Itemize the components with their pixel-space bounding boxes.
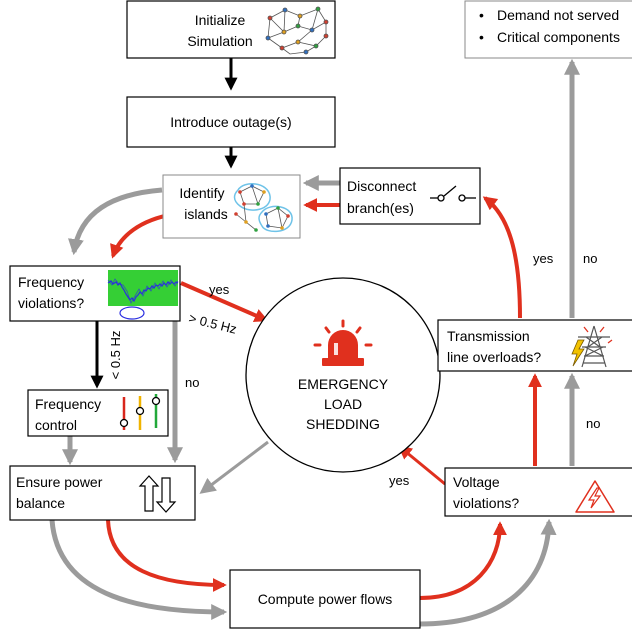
transmission-yes-label: yes	[533, 251, 554, 266]
node-label-line1: Frequency	[18, 274, 84, 290]
node-compute-power-flows: Compute power flows	[229, 569, 421, 629]
node-label-line2: balance	[16, 495, 65, 511]
up-down-arrows-icon	[138, 475, 177, 513]
node-label: Introduce outage(s)	[170, 114, 291, 130]
node-label-line1: Frequency	[35, 396, 101, 412]
arrow-identify-to-freq-gray	[67, 187, 163, 256]
node-label-line2: branch(es)	[347, 200, 414, 216]
output-item: Demand not served	[497, 7, 619, 23]
node-initialize-simulation: Initialize Simulation	[126, 0, 336, 59]
node-ensure-power-balance: Ensure power balance	[9, 465, 196, 521]
arrow-balance-to-flows-gray	[49, 519, 228, 620]
node-label-line3: SHEDDING	[306, 416, 380, 432]
node-transmission-line-overloads: Transmission line overloads?	[437, 319, 632, 372]
voltage-no-label: no	[586, 416, 600, 431]
bullet: •	[479, 29, 484, 45]
node-label-line2: Simulation	[187, 33, 252, 49]
node-label: Compute power flows	[258, 591, 393, 607]
node-emergency-load-shedding: EMERGENCY LOAD SHEDDING	[245, 277, 441, 473]
freq-less-threshold-label: < 0.5 Hz	[108, 331, 123, 380]
arrow-freq-yes-to-shedding	[180, 281, 269, 322]
node-outputs: • Demand not served • Critical component…	[464, 0, 632, 59]
freq-no-label: no	[185, 375, 199, 390]
node-label-line2: control	[35, 417, 77, 433]
voltage-yes-label: yes	[389, 473, 410, 488]
transmission-tower-icon	[571, 325, 613, 368]
network-icon	[265, 6, 329, 55]
node-box	[444, 467, 632, 517]
node-box	[27, 389, 169, 437]
node-label-line1: EMERGENCY	[298, 376, 389, 392]
islands-network-icon	[233, 183, 293, 233]
node-frequency-violations: Frequency violations?	[9, 265, 181, 322]
node-introduce-outage: Introduce outage(s)	[126, 96, 336, 148]
node-frequency-control: Frequency control	[27, 389, 169, 437]
node-voltage-violations: Voltage violations?	[444, 467, 632, 517]
node-circle	[245, 277, 441, 473]
node-label-line1: Ensure power	[16, 474, 103, 490]
sliders-icon	[119, 394, 161, 430]
arrow-flows-to-voltage-gray	[419, 518, 557, 627]
node-label-line1: Disconnect	[347, 178, 416, 194]
freq-greater-threshold-label: > 0.5 Hz	[187, 310, 238, 336]
node-label-line2: islands	[184, 206, 228, 222]
node-disconnect-branches: Disconnect branch(es)	[339, 167, 481, 225]
node-label-line2: violations?	[18, 295, 84, 311]
siren-icon	[313, 319, 373, 366]
bullet: •	[479, 7, 484, 23]
arrow-voltage-yes-to-shedding	[397, 445, 446, 486]
node-label-line2: violations?	[453, 495, 519, 511]
arrow-transmission-yes-to-disconnect	[482, 196, 522, 319]
arrow-balance-to-flows-red	[106, 519, 227, 592]
node-box	[126, 0, 336, 59]
node-box	[126, 96, 336, 148]
node-label-line1: Initialize	[195, 12, 246, 28]
node-box	[339, 167, 481, 225]
output-item: Critical components	[497, 29, 620, 45]
node-box	[464, 0, 632, 59]
high-voltage-warning-icon	[575, 480, 615, 513]
node-identify-islands: Identify islands	[162, 174, 301, 239]
node-label-line1: Transmission	[447, 328, 530, 344]
arrow-shedding-to-balance	[199, 440, 269, 494]
frequency-plot-icon	[107, 270, 179, 320]
node-label-line1: Identify	[179, 185, 224, 201]
node-box	[229, 569, 421, 629]
open-switch-icon	[430, 185, 476, 202]
freq-yes-label: yes	[209, 282, 230, 297]
arrows	[49, 58, 580, 627]
transmission-no-label: no	[583, 251, 597, 266]
node-label-line1: Voltage	[453, 474, 500, 490]
node-label-line2: LOAD	[324, 396, 362, 412]
node-label-line2: line overloads?	[447, 349, 541, 365]
arrow-flows-to-voltage-red	[419, 521, 507, 600]
